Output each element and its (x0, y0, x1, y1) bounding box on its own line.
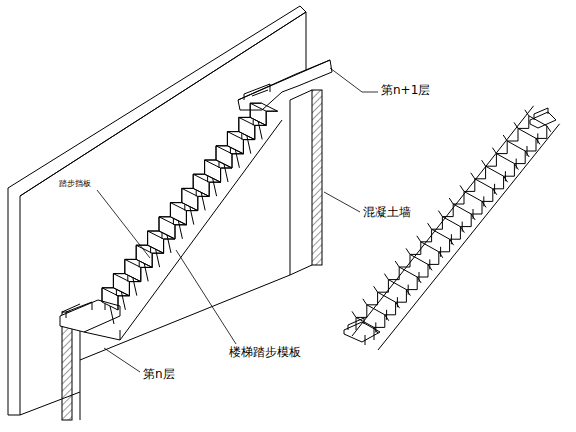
stair-formwork-detail (344, 106, 560, 350)
part-label: 踏步挡板 (58, 180, 92, 189)
concrete-wall (312, 90, 322, 265)
part-label: 混凝土墙 (362, 206, 412, 219)
lower-landing (60, 300, 120, 332)
back-wall (8, 6, 306, 415)
part-label: 第n层 (142, 368, 176, 381)
part-label: 楼梯踏步模板 (228, 346, 302, 359)
stair-tread-forms (102, 103, 278, 324)
leader-line (97, 68, 378, 372)
part-label: 第n+1层 (380, 84, 431, 97)
upper-landing (238, 60, 332, 110)
